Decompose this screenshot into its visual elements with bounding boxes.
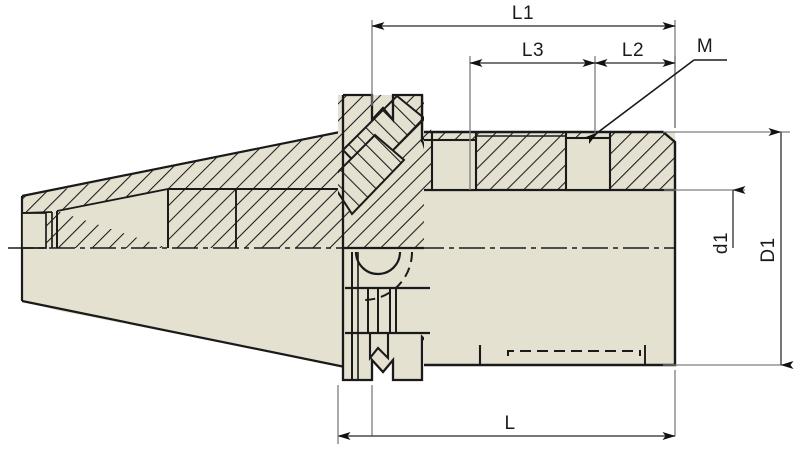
dimension-L: L [337,385,676,444]
taper-shank [20,129,346,369]
hidden-bore-outline [507,350,641,356]
dimension-label-L2: L2 [622,40,644,61]
dimension-d1: d1 [711,186,746,254]
v-flange [338,93,432,382]
taper-internal-bore [21,187,345,249]
drive-slot-detail [345,251,430,380]
dimension-annotations: L1 L3 L2 M d1 D1 [337,3,794,444]
dimension-label-M: M [697,36,713,57]
dimension-label-d1: d1 [711,232,732,254]
dimension-L3: L3 [469,40,596,67]
dimension-label-L1: L1 [512,3,534,24]
tool-holder-body [20,93,677,382]
dimension-L1: L1 [371,3,676,30]
dimension-M: M [584,36,727,145]
dimension-label-L: L [504,413,515,434]
dimension-L2: L2 [594,40,676,67]
dimension-label-L3: L3 [522,40,544,61]
dimension-D1: D1 [758,128,794,369]
dimension-label-D1: D1 [758,237,779,262]
